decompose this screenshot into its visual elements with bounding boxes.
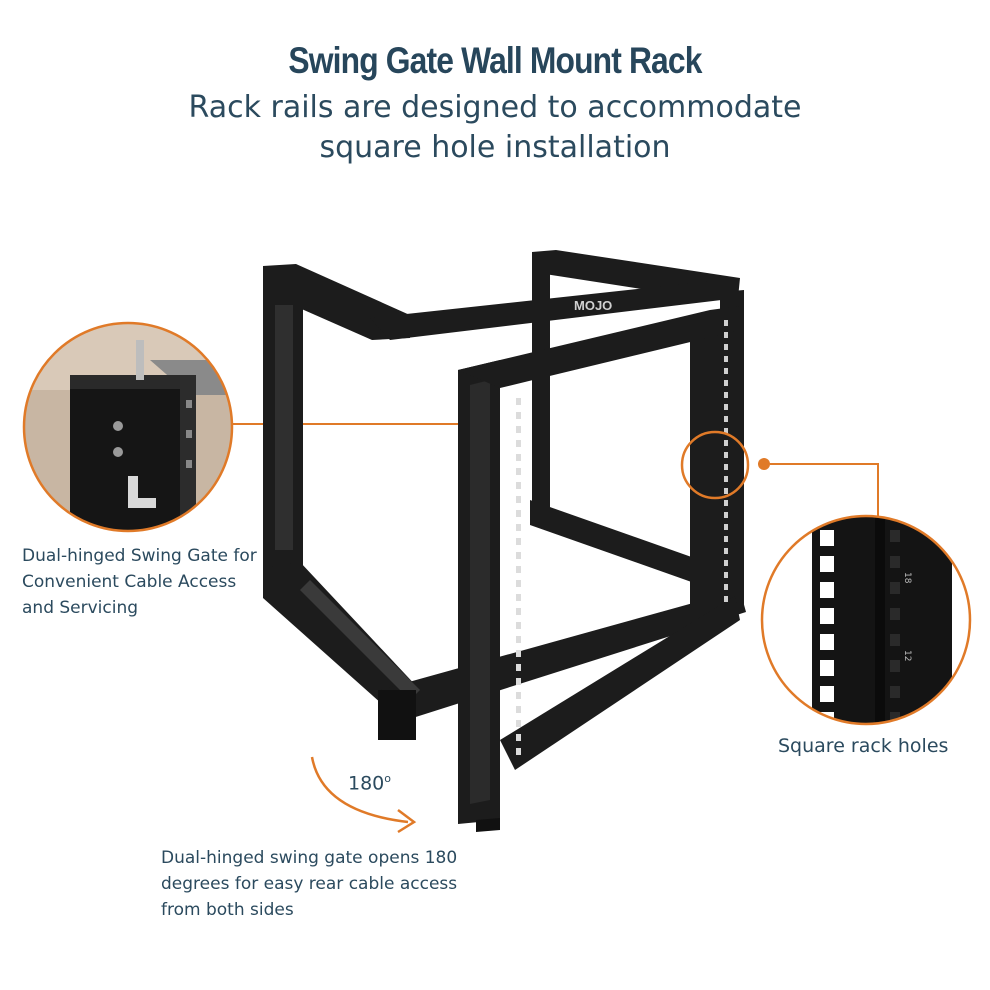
rack-hole bbox=[516, 468, 521, 475]
rack-hole bbox=[724, 476, 728, 482]
rack-hole bbox=[516, 538, 521, 545]
page-subtitle: Rack rails are designed to accommodate s… bbox=[0, 88, 990, 168]
rotation-arrow-icon bbox=[310, 756, 417, 834]
zoom-rack-hole bbox=[820, 556, 834, 572]
rack-hole bbox=[724, 464, 728, 470]
callout-dot-right bbox=[758, 458, 770, 470]
callout-line: Convenient Cable Access bbox=[22, 572, 237, 592]
rack-hole bbox=[516, 650, 521, 657]
zoom-rack-hole bbox=[890, 530, 900, 542]
callout-line: Dual-hinged swing gate opens 180 bbox=[161, 848, 458, 868]
callout-line: degrees for easy rear cable access bbox=[161, 874, 458, 894]
callout-rotation: Dual-hinged swing gate opens 180 degrees… bbox=[161, 845, 457, 923]
rack-hole bbox=[516, 524, 521, 531]
zoom-rack-hole bbox=[890, 634, 900, 646]
zoom-rack-hole bbox=[890, 608, 900, 620]
rail-number: 12 bbox=[902, 650, 912, 661]
rotation-value: 180 bbox=[348, 772, 385, 795]
rack-hole bbox=[516, 482, 521, 489]
rack-hole bbox=[516, 678, 521, 685]
rack-hole bbox=[724, 392, 728, 398]
rack-hole bbox=[724, 488, 728, 494]
rack-hole bbox=[516, 510, 521, 517]
callout-line: Dual-hinged Swing Gate for bbox=[22, 546, 257, 566]
brand-logo: MOJO bbox=[574, 298, 612, 313]
rack-hole bbox=[516, 594, 521, 601]
rack-hole bbox=[724, 524, 728, 530]
callout-line: and Servicing bbox=[22, 598, 139, 618]
rack-hole bbox=[724, 596, 728, 602]
rack-hole bbox=[516, 706, 521, 713]
rear-rail-holes bbox=[724, 320, 728, 602]
subtitle-line: Rack rails are designed to accommodate bbox=[188, 90, 802, 125]
rack-hole bbox=[724, 344, 728, 350]
rack-hole bbox=[724, 416, 728, 422]
rail-number: 18 bbox=[902, 572, 912, 584]
zoom-rack-hole bbox=[890, 686, 900, 698]
connector-line-right bbox=[770, 463, 879, 516]
rack-hole bbox=[516, 398, 521, 405]
zoom-rack-hole bbox=[890, 660, 900, 672]
rack-hole bbox=[724, 452, 728, 458]
rack-hole bbox=[516, 412, 521, 419]
rack-hole bbox=[724, 332, 728, 338]
rack-hole bbox=[724, 512, 728, 518]
rack-hole bbox=[516, 636, 521, 643]
rack-hole bbox=[516, 426, 521, 433]
zoom-circle-rack-holes: 18 12 bbox=[760, 514, 972, 726]
zoom-rack-hole bbox=[890, 556, 900, 568]
rack-hole bbox=[724, 500, 728, 506]
rack-hole bbox=[724, 440, 728, 446]
rack-hole bbox=[516, 552, 521, 559]
rack-hole bbox=[724, 404, 728, 410]
zoom-rack-hole bbox=[890, 712, 900, 724]
rack-hole bbox=[724, 572, 728, 578]
zoom-rack-hole bbox=[820, 634, 834, 650]
rotation-unit: o bbox=[384, 772, 391, 785]
rack-hole bbox=[516, 748, 521, 755]
rack-hole bbox=[516, 622, 521, 629]
rack-hole bbox=[516, 580, 521, 587]
rack-hole bbox=[724, 584, 728, 590]
callout-swing-gate: Dual-hinged Swing Gate for Convenient Ca… bbox=[22, 543, 257, 621]
rack-frame bbox=[263, 250, 746, 832]
gate-rail-holes bbox=[516, 398, 521, 755]
callout-square-holes: Square rack holes bbox=[778, 735, 949, 757]
rack-hole bbox=[724, 428, 728, 434]
rack-hole bbox=[724, 320, 728, 326]
rack-hole bbox=[516, 566, 521, 573]
zoom-circle-hinge bbox=[22, 321, 234, 533]
rack-hole bbox=[724, 548, 728, 554]
rack-hole bbox=[516, 720, 521, 727]
callout-line: from both sides bbox=[161, 900, 294, 920]
rack-hole bbox=[724, 380, 728, 386]
zoom-rack-hole bbox=[820, 686, 834, 702]
rack-hole bbox=[516, 664, 521, 671]
zoom-rack-hole bbox=[820, 582, 834, 598]
zoom-rack-hole bbox=[820, 530, 834, 546]
rack-hole bbox=[516, 496, 521, 503]
subtitle-line: square hole installation bbox=[319, 130, 671, 165]
page-title: Swing Gate Wall Mount Rack bbox=[288, 40, 702, 81]
rack-hole bbox=[516, 440, 521, 447]
rotation-degrees: 180o bbox=[348, 772, 391, 794]
rack-hole bbox=[516, 692, 521, 699]
rack-hole bbox=[724, 536, 728, 542]
rack-hole bbox=[516, 608, 521, 615]
highlight-circle bbox=[680, 430, 750, 500]
zoom-rack-hole bbox=[820, 660, 834, 676]
rack-hole bbox=[724, 356, 728, 362]
rack-hole bbox=[516, 734, 521, 741]
rack-hole bbox=[724, 560, 728, 566]
rack-hole bbox=[516, 454, 521, 461]
zoom-rack-hole bbox=[820, 608, 834, 624]
rack-hole bbox=[724, 368, 728, 374]
zoom-rack-hole bbox=[890, 582, 900, 594]
